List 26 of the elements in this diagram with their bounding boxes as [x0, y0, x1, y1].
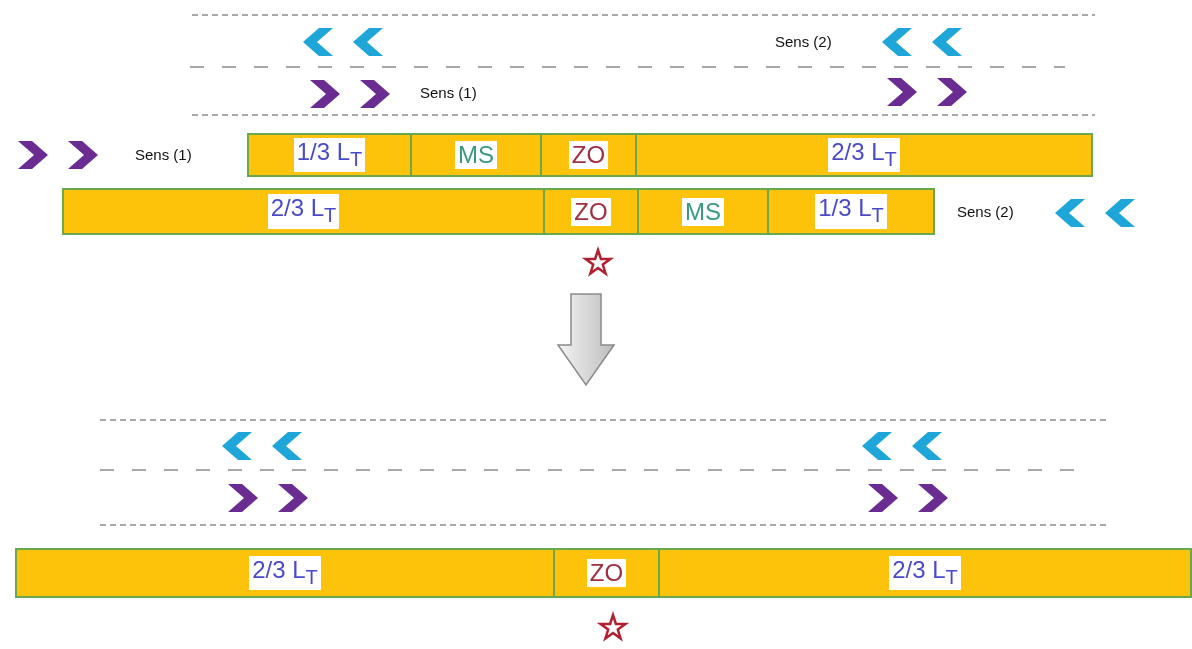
road-segment	[15, 548, 555, 598]
direction-label: Sens (1)	[135, 146, 192, 163]
segment-length-label: 1/3 L$_{T}$	[293, 137, 366, 173]
road-segment	[62, 188, 545, 235]
road-segment	[247, 133, 412, 177]
road-segment	[410, 133, 542, 177]
segment-label: MS	[682, 197, 724, 226]
road-segment	[540, 133, 637, 177]
direction-label: Sens (1)	[420, 84, 477, 101]
road-segment	[637, 188, 769, 235]
road-segment	[635, 133, 1093, 177]
road-segment	[658, 548, 1192, 598]
segment-length-label: 2/3 L$_{T}$	[249, 555, 321, 591]
road-segment	[553, 548, 660, 598]
direction-label: Sens (2)	[775, 33, 832, 50]
zone-label: ZO	[586, 559, 627, 587]
zone-label: ZO	[568, 141, 609, 169]
zone-label: ZO	[571, 197, 611, 226]
segment-label: MS	[455, 141, 497, 169]
segment-length-label: 2/3 L$_{T}$	[889, 555, 961, 591]
direction-label: Sens (2)	[957, 203, 1014, 220]
road-segment	[767, 188, 935, 235]
segment-length-label: 1/3 L$_{T}$	[815, 194, 887, 229]
road-segment	[543, 188, 639, 235]
segment-length-label: 2/3 L$_{T}$	[267, 194, 340, 229]
segment-length-label: 2/3 L$_{T}$	[828, 137, 900, 173]
